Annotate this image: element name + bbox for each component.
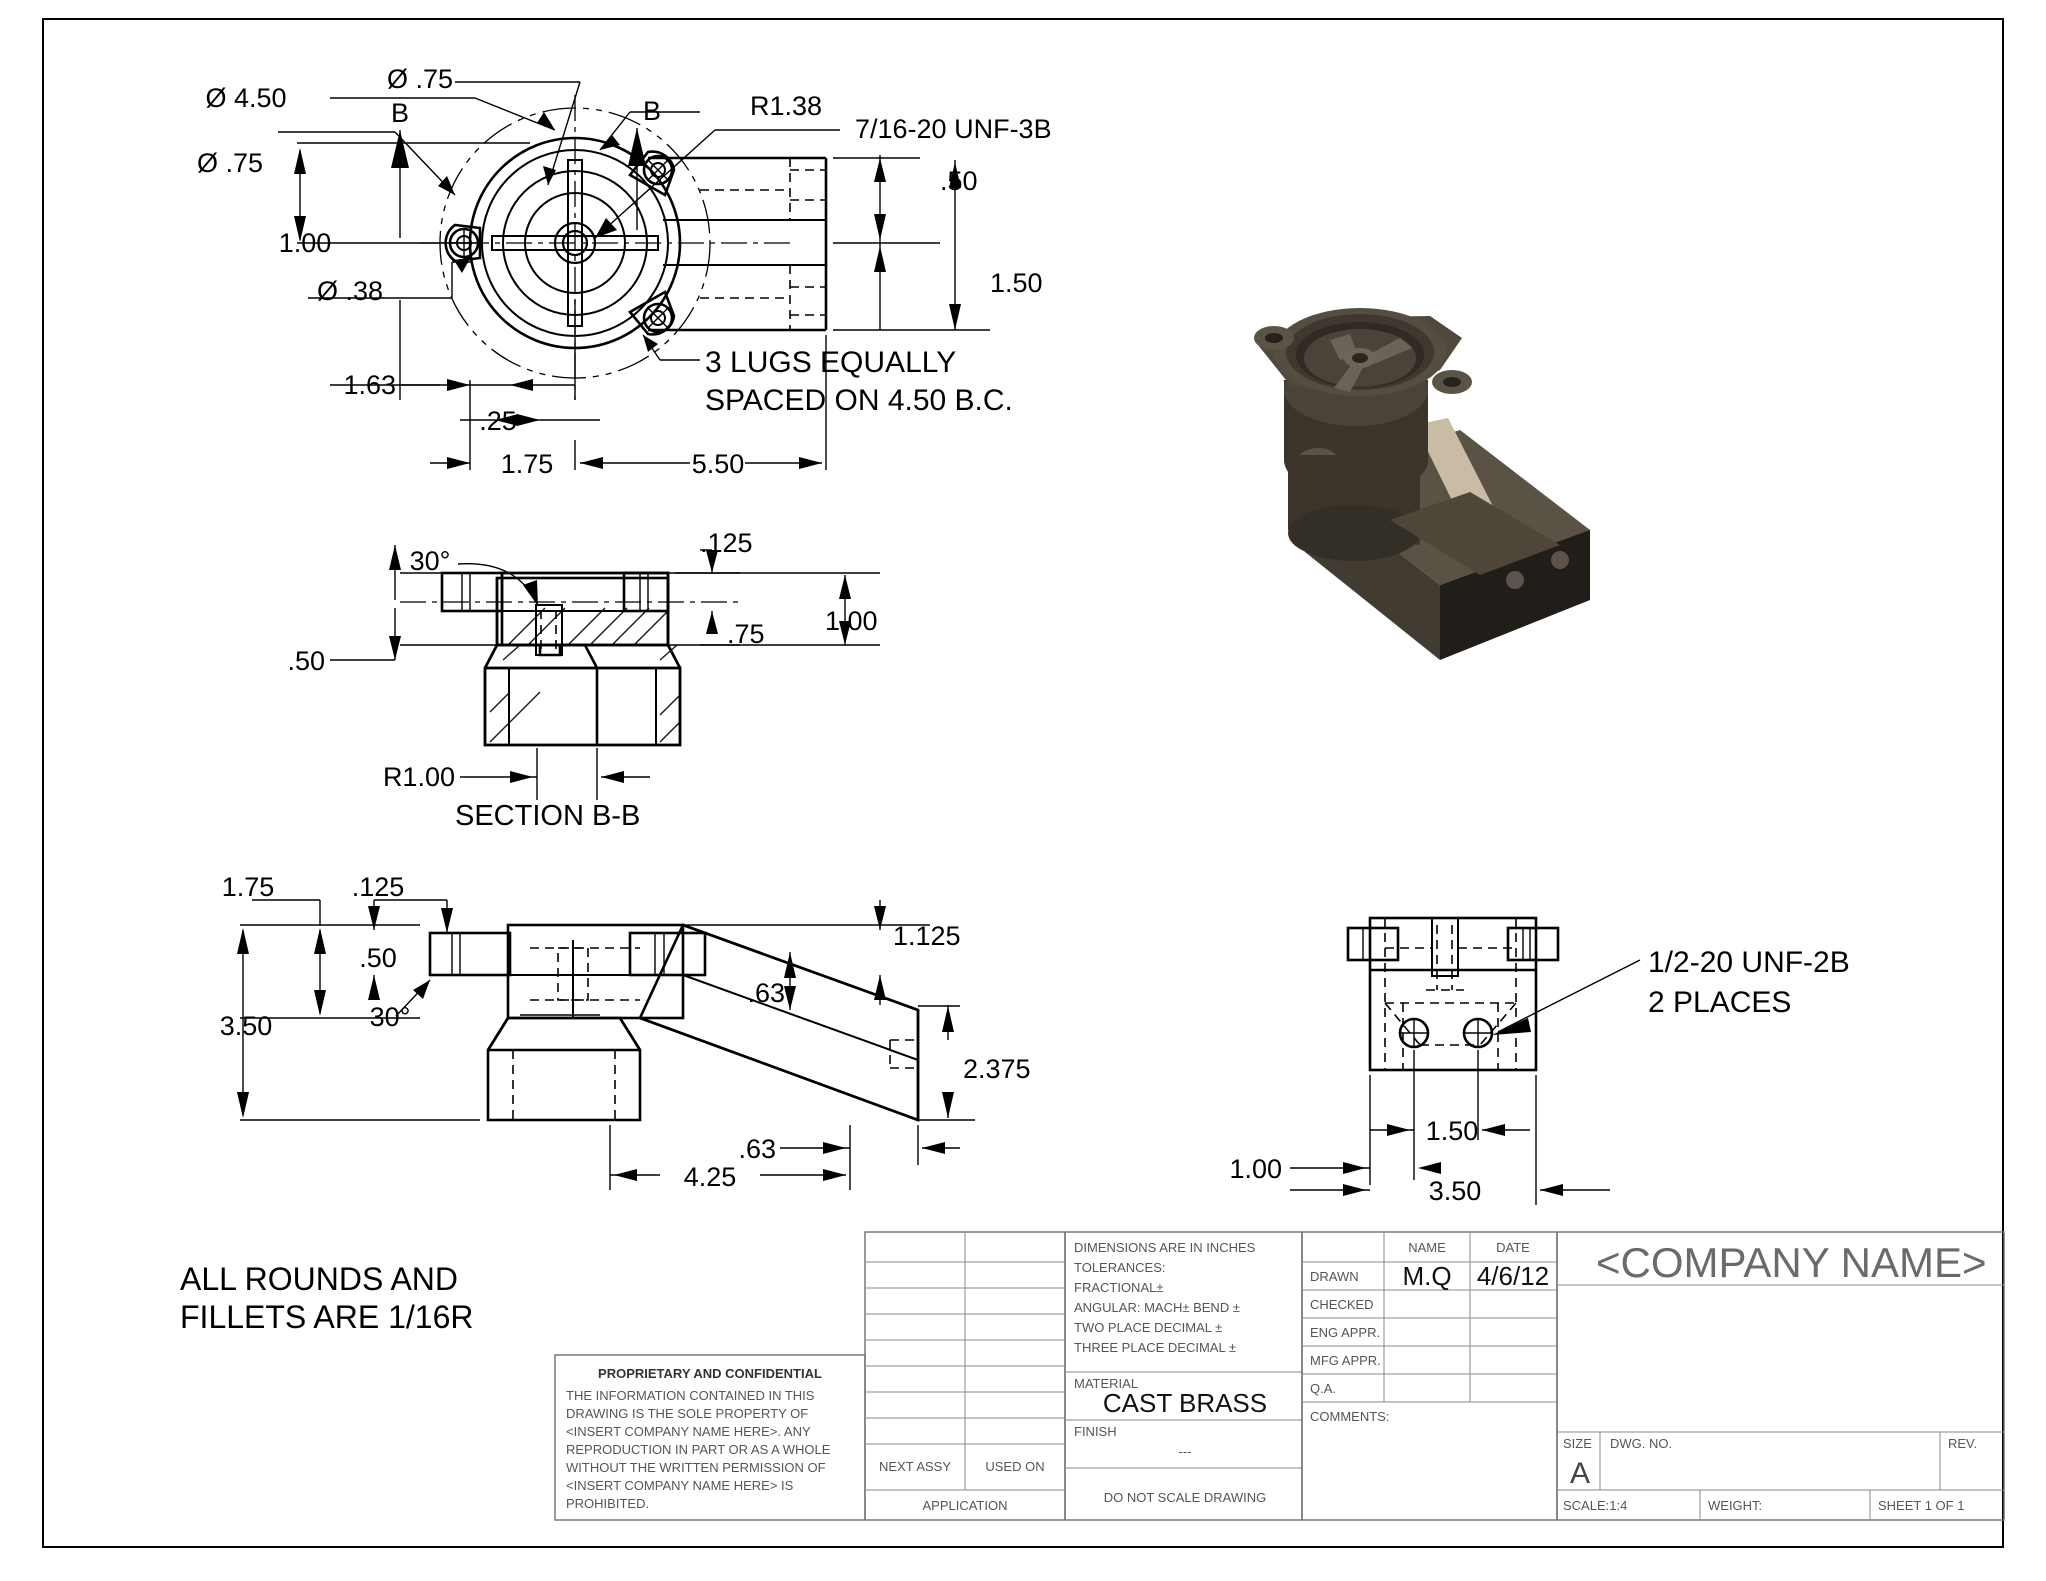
dim-050-front: .50: [359, 943, 397, 973]
dim-100-top: 1.00: [279, 228, 332, 258]
dim-r138: R1.38: [750, 91, 822, 121]
isometric-model: [1254, 308, 1590, 660]
drawn-name-value: M.Q: [1402, 1261, 1451, 1291]
dwg-no-label: DWG. NO.: [1610, 1436, 1672, 1451]
scale-label: SCALE:1:4: [1563, 1498, 1627, 1513]
proprietary-line-2: DRAWING IS THE SOLE PROPERTY OF: [566, 1406, 808, 1421]
finish-value: ---: [1179, 1444, 1192, 1459]
dim-dia-450: Ø 4.50: [205, 83, 286, 113]
tolerance-line-6: THREE PLACE DECIMAL ±: [1074, 1340, 1236, 1355]
tolerance-line-2: TOLERANCES:: [1074, 1260, 1166, 1275]
dim-163: 1.63: [343, 370, 396, 400]
dim-063-lower: .63: [738, 1134, 776, 1164]
drawn-date-value: 4/6/12: [1477, 1261, 1549, 1291]
row-label-drawn: DRAWN: [1310, 1269, 1359, 1284]
section-bb-dimension-lines: [330, 545, 880, 800]
section-bb-geometry: [400, 571, 740, 747]
tolerance-line-5: TWO PLACE DECIMAL ±: [1074, 1320, 1222, 1335]
dim-063-upper: .63: [747, 978, 785, 1008]
dim-150-right: 1.50: [1426, 1116, 1479, 1146]
dim-550: 5.50: [692, 449, 745, 479]
dim-125-section: .125: [700, 528, 753, 558]
do-not-scale-note: DO NOT SCALE DRAWING: [1104, 1490, 1267, 1505]
size-value: A: [1570, 1457, 1590, 1490]
dim-dia-075-left: Ø .75: [197, 148, 263, 178]
dim-350-right: 3.50: [1429, 1176, 1482, 1206]
used-on-label: USED ON: [985, 1459, 1044, 1474]
proprietary-heading: PROPRIETARY AND CONFIDENTIAL: [598, 1366, 822, 1381]
dim-r100: R1.00: [383, 762, 455, 792]
proprietary-line-7: PROHIBITED.: [566, 1496, 649, 1511]
tolerance-line-3: FRACTIONAL±: [1074, 1280, 1163, 1295]
lugs-note-line1: 3 LUGS EQUALLY: [705, 346, 956, 379]
comments-label: COMMENTS:: [1310, 1409, 1389, 1424]
lugs-note-line2: SPACED ON 4.50 B.C.: [705, 384, 1013, 417]
rev-label: REV.: [1948, 1436, 1977, 1451]
right-view-dimension-lines: [1290, 959, 1641, 1205]
dim-2375: 2.375: [963, 1054, 1031, 1084]
dim-175-top: 1.75: [501, 449, 554, 479]
material-value: CAST BRASS: [1103, 1388, 1267, 1418]
proprietary-line-5: WITHOUT THE WRITTEN PERMISSION OF: [566, 1460, 826, 1475]
proprietary-line-3: <INSERT COMPANY NAME HERE>. ANY: [566, 1424, 811, 1439]
dim-100-section: 1.00: [825, 606, 878, 636]
right-view-geometry: [1346, 916, 1560, 1072]
thread-note-line1: 1/2-20 UNF-2B: [1648, 946, 1850, 979]
proprietary-line-4: REPRODUCTION IN PART OR AS A WHOLE: [566, 1442, 831, 1457]
dim-1125: 1.125: [893, 921, 961, 951]
dim-350-front: 3.50: [220, 1011, 273, 1041]
section-mark-b-right: B: [643, 96, 661, 126]
dim-dia-038: Ø .38: [317, 276, 383, 306]
material-label: MATERIAL: [1074, 1376, 1138, 1391]
dim-125-front: .125: [352, 872, 405, 902]
tolerance-line-4: ANGULAR: MACH± BEND ±: [1074, 1300, 1240, 1315]
sheet-border: [42, 18, 2004, 1548]
finish-label: FINISH: [1074, 1424, 1117, 1439]
dim-075-section: .75: [727, 619, 765, 649]
dim-30deg-section: 30°: [410, 546, 451, 576]
col-header-date: DATE: [1496, 1240, 1530, 1255]
col-header-name: NAME: [1408, 1240, 1446, 1255]
row-label-eng-appr: ENG APPR.: [1310, 1325, 1380, 1340]
sheet-label: SHEET 1 OF 1: [1878, 1498, 1964, 1513]
size-label: SIZE: [1563, 1436, 1592, 1451]
thread-note-line2: 2 PLACES: [1648, 986, 1791, 1019]
front-view-dimension-lines: [237, 899, 975, 1190]
general-note-line2: FILLETS ARE 1/16R: [180, 1299, 473, 1335]
general-note-line1: ALL ROUNDS AND: [180, 1261, 458, 1297]
dim-30deg-front: 30°: [370, 1002, 411, 1032]
dim-050-section: .50: [287, 646, 325, 676]
proprietary-line-6: <INSERT COMPANY NAME HERE> IS: [566, 1478, 794, 1493]
dim-150-top: 1.50: [990, 268, 1043, 298]
row-label-checked: CHECKED: [1310, 1297, 1374, 1312]
application-label: APPLICATION: [922, 1498, 1007, 1513]
dim-thread-716: 7/16-20 UNF-3B: [855, 114, 1052, 144]
proprietary-line-1: THE INFORMATION CONTAINED IN THIS: [566, 1388, 815, 1403]
company-name: <COMPANY NAME>: [1596, 1239, 1987, 1286]
dim-025: .25: [479, 406, 517, 436]
dim-dia-075-top: Ø .75: [387, 64, 453, 94]
tolerance-line-1: DIMENSIONS ARE IN INCHES: [1074, 1240, 1256, 1255]
section-mark-b-left: B: [391, 98, 409, 128]
row-label-qa: Q.A.: [1310, 1381, 1336, 1396]
dim-050-top: .50: [940, 166, 978, 196]
weight-label: WEIGHT:: [1708, 1498, 1762, 1513]
next-assy-label: NEXT ASSY: [879, 1459, 951, 1474]
top-view-dimension-lines: [278, 81, 990, 470]
dim-175-front: 1.75: [222, 872, 275, 902]
row-label-mfg-appr: MFG APPR.: [1310, 1353, 1381, 1368]
dim-100-right: 1.00: [1229, 1154, 1282, 1184]
section-bb-title: SECTION B-B: [455, 800, 640, 832]
dim-425: 4.25: [684, 1162, 737, 1192]
